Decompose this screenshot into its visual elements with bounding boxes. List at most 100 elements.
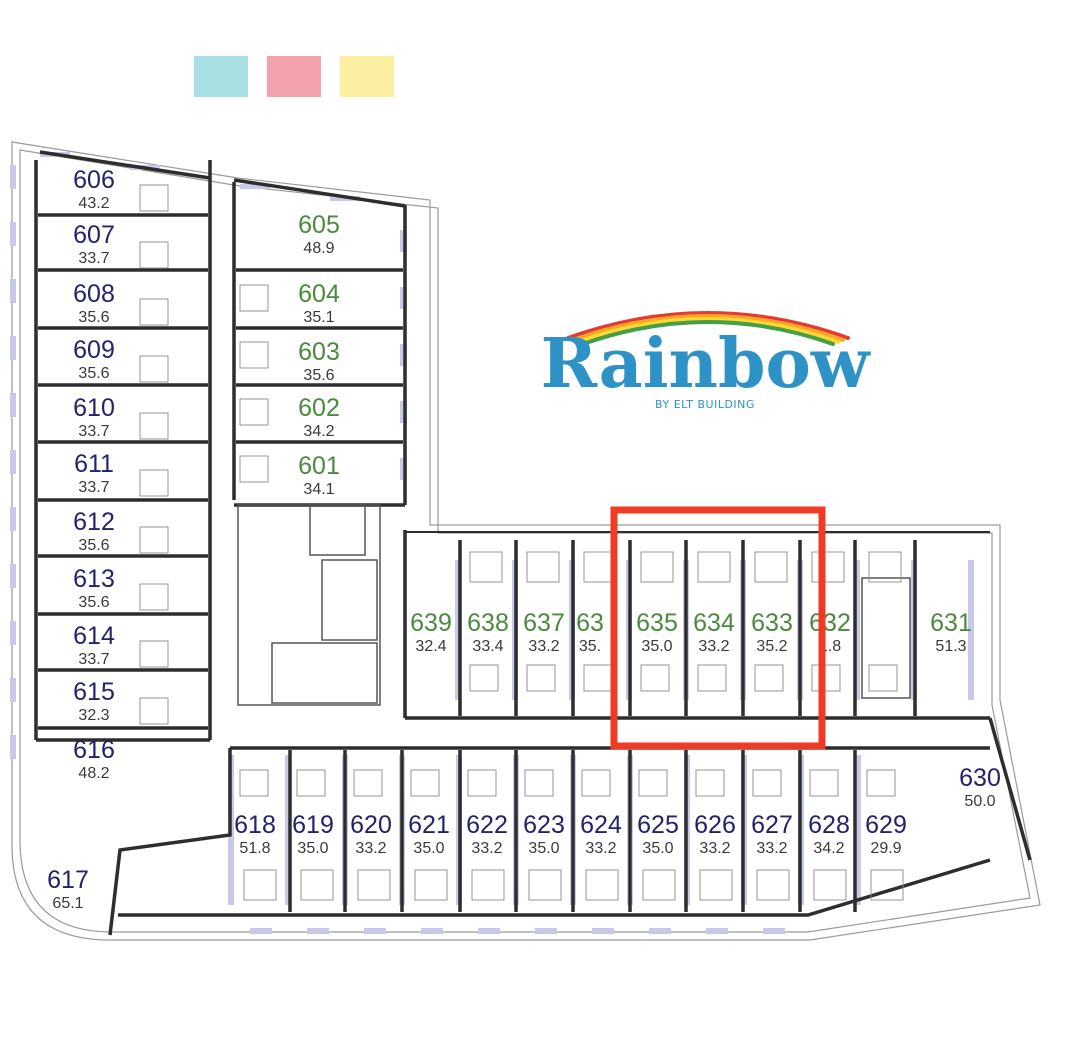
unit-number: 603 <box>298 338 340 366</box>
unit-area: 34.2 <box>813 840 844 857</box>
furniture-marks <box>139 184 904 901</box>
bathroom <box>581 769 611 797</box>
unit-area: 51.8 <box>239 840 270 857</box>
structure-walls <box>34 150 1032 936</box>
unit-number: 605 <box>298 211 340 239</box>
unit-number: 627 <box>751 811 793 839</box>
bathroom <box>752 769 782 797</box>
window <box>10 393 16 417</box>
unit-number: 620 <box>350 811 392 839</box>
bed <box>243 869 277 901</box>
window <box>10 450 16 474</box>
unit-partitions <box>38 213 917 912</box>
window <box>10 336 16 360</box>
bathroom <box>239 455 269 483</box>
bathroom <box>239 284 269 312</box>
unit-number: 632 <box>809 609 851 637</box>
bathroom <box>695 769 725 797</box>
bed <box>699 869 733 901</box>
bathroom <box>868 664 898 692</box>
unit-area: 33.4 <box>472 638 503 655</box>
unit-area: 33.2 <box>585 840 616 857</box>
unit-area: 35.0 <box>297 840 328 857</box>
unit-number: 638 <box>467 609 509 637</box>
bed <box>471 869 505 901</box>
bathroom <box>239 398 269 426</box>
bed <box>868 551 902 583</box>
window <box>10 507 16 531</box>
bathroom <box>139 469 169 497</box>
bed <box>357 869 391 901</box>
unit-number: 604 <box>298 280 340 308</box>
bathroom <box>139 697 169 725</box>
bathroom <box>139 640 169 668</box>
unit-number: 625 <box>637 811 679 839</box>
bathroom <box>353 769 383 797</box>
bed <box>756 869 790 901</box>
brand-tagline: BY ELT BUILDING <box>655 398 755 411</box>
window <box>763 928 785 934</box>
window <box>854 560 860 700</box>
bed <box>585 869 619 901</box>
legend-swatch-yellow <box>340 56 394 97</box>
window <box>478 928 500 934</box>
unit-number: 611 <box>74 450 114 478</box>
bathroom <box>139 526 169 554</box>
bed <box>811 551 845 583</box>
bed <box>414 869 448 901</box>
unit-number: 607 <box>73 221 115 249</box>
bathroom <box>239 769 269 797</box>
bathroom <box>640 664 670 692</box>
unit-area: 29.9 <box>870 840 901 857</box>
unit-number: 628 <box>808 811 850 839</box>
unit-area: 35.6 <box>78 537 109 554</box>
unit-number: 635 <box>636 609 678 637</box>
unit-area: 43.2 <box>78 195 109 212</box>
window <box>364 928 386 934</box>
selected-units-highlight <box>610 506 826 750</box>
unit-area: 35.6 <box>303 367 334 384</box>
